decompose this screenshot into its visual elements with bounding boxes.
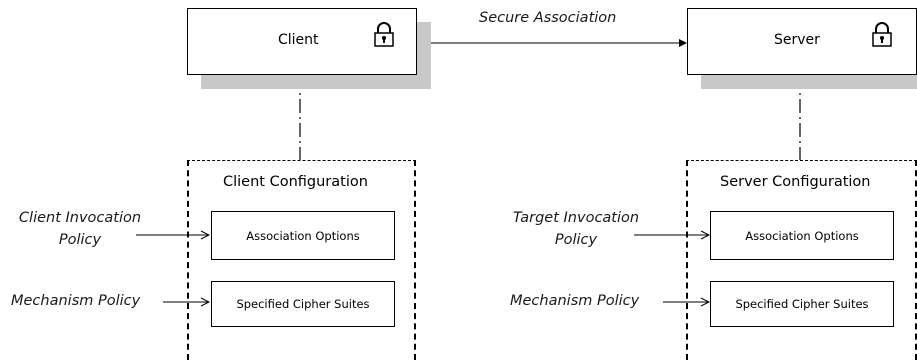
- client-invocation-policy-line1: Client Invocation: [18, 210, 142, 226]
- server-node: Server: [687, 8, 917, 75]
- target-invocation-policy-line1: Target Invocation: [512, 210, 640, 226]
- client-configuration-title: Client Configuration: [223, 174, 368, 190]
- client-invocation-policy-line2: Policy: [58, 232, 102, 248]
- client-mechanism-policy-label: Mechanism Policy: [11, 293, 141, 309]
- client-association-options-box: Association Options: [211, 211, 395, 260]
- client-label: Client: [278, 32, 319, 48]
- target-invocation-policy-label: Target Invocation Policy: [506, 210, 646, 248]
- server-label: Server: [774, 32, 820, 48]
- server-cipher-suites-box: Specified Cipher Suites: [710, 281, 894, 327]
- client-cipher-suites-box: Specified Cipher Suites: [211, 281, 395, 327]
- client-node: Client: [187, 8, 417, 75]
- client-invocation-policy-label: Client Invocation Policy: [10, 210, 150, 248]
- padlock-icon: [374, 22, 394, 47]
- server-association-options-box: Association Options: [710, 211, 894, 260]
- padlock-icon: [872, 22, 892, 47]
- secure-association-label: Secure Association: [479, 10, 617, 26]
- server-configuration-title: Server Configuration: [720, 174, 871, 190]
- target-invocation-policy-line2: Policy: [554, 232, 598, 248]
- security-diagram: Secure Association Client Server Client …: [10, 8, 917, 360]
- client-configuration-panel: Client Configuration Association Options…: [187, 160, 416, 360]
- server-configuration-panel: Server Configuration Association Options…: [686, 160, 917, 360]
- server-mechanism-policy-label: Mechanism Policy: [510, 293, 640, 309]
